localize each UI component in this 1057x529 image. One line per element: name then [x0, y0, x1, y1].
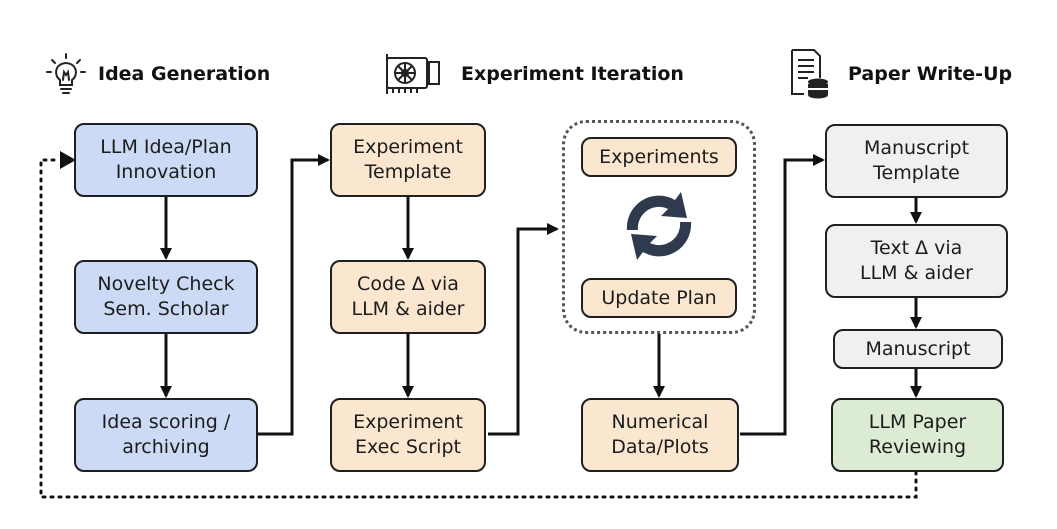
box-manuscript: Manuscript: [833, 329, 1003, 369]
arrow-numerical-to-manuscript: [740, 154, 825, 436]
box-llm-idea-plan: LLM Idea/Plan Innovation: [74, 123, 258, 197]
header-idea-generation: Idea Generation: [44, 52, 270, 96]
feedback-arrowhead: [60, 151, 76, 169]
lightbulb-icon: [46, 53, 86, 94]
box-experiments: Experiments: [581, 137, 737, 177]
box-llm-paper-reviewing: LLM Paper Reviewing: [831, 398, 1004, 472]
header-title-paper: Paper Write-Up: [848, 63, 1013, 85]
box-code-delta: Code Δ via LLM & aider: [330, 260, 486, 334]
box-novelty-check: Novelty Check Sem. Scholar: [74, 260, 258, 334]
box-text-delta: Text Δ via LLM & aider: [825, 224, 1008, 298]
header-experiment-iteration: Experiment Iteration: [383, 52, 684, 96]
feedback-dotted-line: [39, 158, 918, 499]
arrow-scoring-to-template: [257, 154, 330, 436]
arrow-exec-to-loop: [488, 223, 559, 436]
box-idea-scoring: Idea scoring / archiving: [74, 398, 258, 472]
document-database-icon: [791, 49, 828, 99]
header-title-experiment: Experiment Iteration: [461, 63, 684, 85]
box-experiment-template: Experiment Template: [330, 123, 486, 197]
box-update-plan: Update Plan: [581, 278, 737, 318]
refresh-cycle-icon: [626, 192, 692, 260]
header-paper-write-up: Paper Write-Up: [788, 48, 1012, 100]
header-title-idea: Idea Generation: [98, 63, 271, 85]
experiment-loop-group: [562, 120, 756, 334]
box-exec-script: Experiment Exec Script: [330, 398, 486, 472]
gpu-card-icon: [386, 54, 440, 94]
box-manuscript-template: Manuscript Template: [825, 124, 1008, 198]
box-numerical-data: Numerical Data/Plots: [581, 398, 739, 472]
